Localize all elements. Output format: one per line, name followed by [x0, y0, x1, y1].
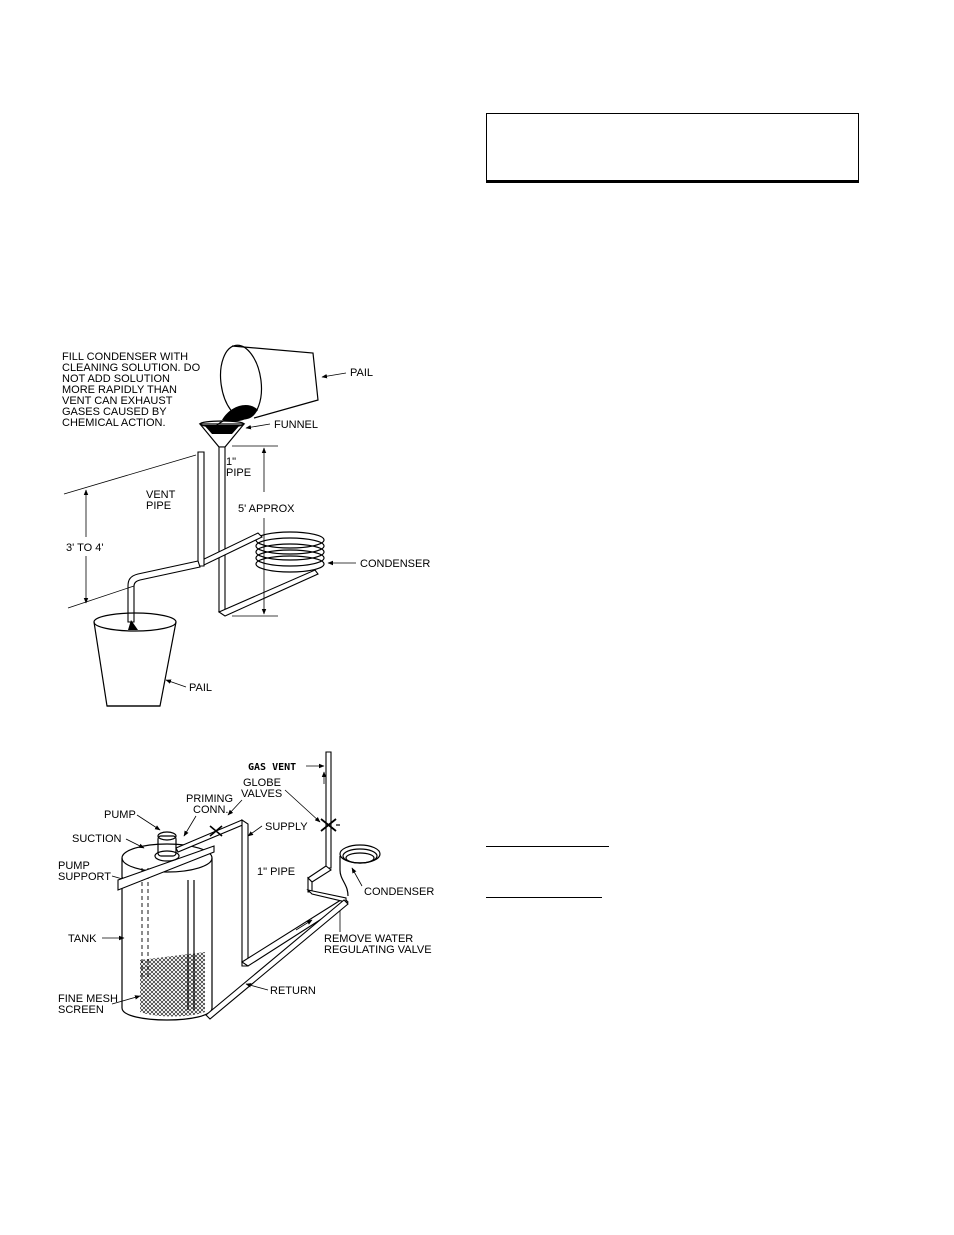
- fill-instruction-note: FILL CONDENSER WITH CLEANING SOLUTION. D…: [62, 351, 201, 429]
- note-line-1: FILL CONDENSER WITH: [62, 351, 188, 363]
- screen-label-line1: FINE MESH: [58, 993, 118, 1005]
- remove-valve-label-line2: REGULATING VALVE: [324, 944, 432, 956]
- figure-gravity-cleaning: FILL CONDENSER WITH CLEANING SOLUTION. D…: [62, 344, 430, 707]
- note-line-5: VENT CAN EXHAUST: [62, 395, 173, 407]
- screen-label-line2: SCREEN: [58, 1004, 104, 1016]
- pail-top-label: PAIL: [350, 367, 373, 379]
- condenser-coil-icon: [255, 531, 325, 573]
- globe-valves-label-line1: GLOBE: [243, 777, 281, 789]
- condenser-label-2: CONDENSER: [364, 886, 434, 898]
- pump-support-label-line1: PUMP: [58, 860, 90, 872]
- note-line-4: MORE RAPIDLY THAN: [62, 384, 177, 396]
- suction-label: SUCTION: [72, 833, 122, 845]
- vent-pipe-label-line2: PIPE: [146, 500, 171, 512]
- height-3to4-label: 3' TO 4': [66, 542, 103, 554]
- pouring-pail-icon: [213, 344, 319, 429]
- supply-label: SUPPLY: [265, 821, 308, 833]
- funnel-icon: [198, 420, 246, 448]
- pipe-1in-label: 1" PIPE: [257, 866, 295, 878]
- note-line-2: CLEANING SOLUTION. DO: [62, 362, 201, 374]
- underline-rule-1: [486, 846, 609, 847]
- pump-label: PUMP: [104, 809, 136, 821]
- figure-forced-circulation: GAS VENT GLOBE VALVES PRIMING CONN. PUMP…: [58, 751, 434, 1021]
- note-line-7: CHEMICAL ACTION.: [62, 417, 166, 429]
- globe-valves-label-line2: VALVES: [241, 788, 282, 800]
- remove-valve-label-line1: REMOVE WATER: [324, 933, 413, 945]
- pipe-size-label-line1: 1": [226, 456, 236, 468]
- underline-rule-2: [486, 897, 602, 898]
- funnel-label: FUNNEL: [274, 419, 318, 431]
- pump-support-label-line2: SUPPORT: [58, 871, 111, 883]
- notice-box: [486, 113, 859, 183]
- priming-conn-label-line2: CONN.: [193, 804, 228, 816]
- pump-icon: [154, 831, 180, 862]
- return-label: RETURN: [270, 985, 316, 997]
- note-line-3: NOT ADD SOLUTION: [62, 373, 170, 385]
- vent-pipe-label-line1: VENT: [146, 489, 176, 501]
- pipe-size-label-line2: PIPE: [226, 467, 251, 479]
- gas-vent-label: GAS VENT: [248, 762, 296, 773]
- pail-bottom-label: PAIL: [189, 682, 212, 694]
- receiving-pail-icon: [93, 612, 177, 707]
- condenser-coil-icon: [339, 844, 381, 897]
- condenser-label-1: CONDENSER: [360, 558, 430, 570]
- priming-conn-label-line1: PRIMING: [186, 793, 233, 805]
- height-5ft-label: 5' APPROX: [238, 503, 295, 515]
- tank-label: TANK: [68, 933, 97, 945]
- note-line-6: GASES CAUSED BY: [62, 406, 167, 418]
